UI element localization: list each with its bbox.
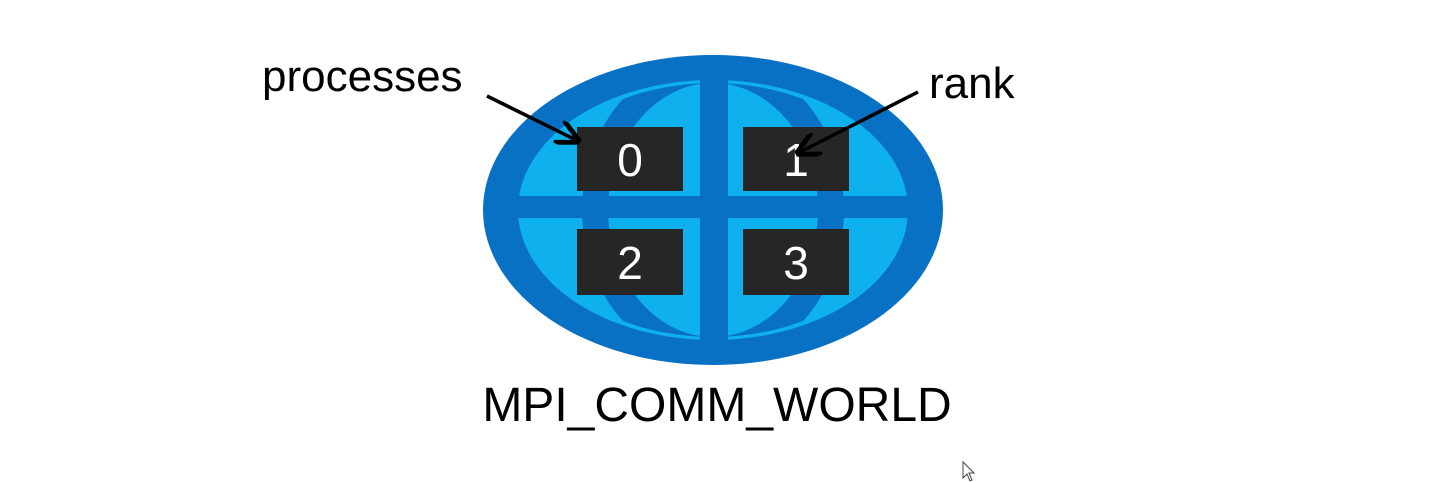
- processes-arrow: [486, 94, 576, 140]
- rank-number: 2: [617, 237, 643, 289]
- process-box-rank-2: 2: [577, 229, 683, 295]
- process-box: [743, 229, 849, 295]
- communicator-name: MPI_COMM_WORLD: [482, 379, 951, 432]
- rank-arrow: [800, 90, 919, 152]
- process-box: [577, 127, 683, 191]
- rank-label: rank: [929, 59, 1016, 108]
- rank-number: 3: [783, 237, 809, 289]
- globe-icon: [483, 55, 943, 365]
- globe-horizontal-bar: [505, 196, 925, 218]
- process-box-rank-0: 0: [577, 127, 683, 191]
- processes-label: processes: [262, 52, 463, 101]
- rank-number: 0: [617, 134, 643, 186]
- process-box-rank-3: 3: [743, 229, 849, 295]
- process-box: [577, 229, 683, 295]
- rank-number: 1: [783, 134, 809, 186]
- mouse-cursor-icon: [962, 460, 976, 482]
